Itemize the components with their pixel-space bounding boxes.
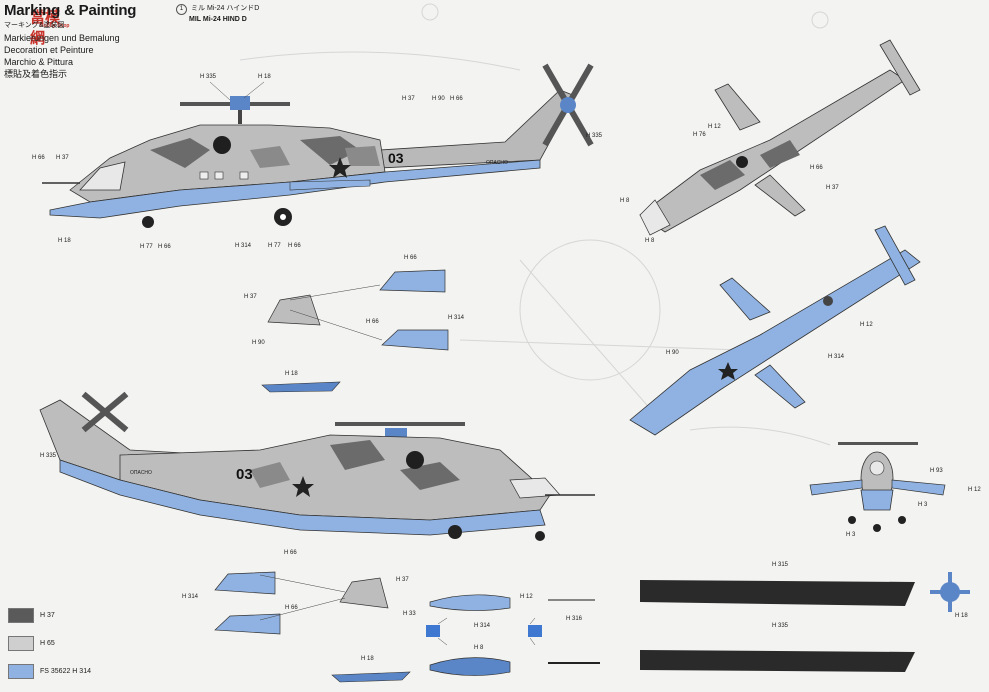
callout: H 37 bbox=[826, 185, 839, 191]
kit-reference: 1 ミル Mi-24 ハインドD MIL Mi-24 HIND D bbox=[176, 4, 259, 25]
callout: H 90 bbox=[252, 340, 265, 346]
subtitle-de: Markierungen und Bemalung bbox=[4, 33, 120, 43]
watermark-small: Hobby Shop bbox=[40, 23, 70, 29]
callout: H 315 bbox=[772, 562, 789, 568]
callout: H 18 bbox=[58, 238, 71, 244]
callout: H 37 bbox=[396, 577, 409, 583]
callout: H 316 bbox=[566, 616, 583, 622]
legend-swatch bbox=[8, 607, 34, 623]
side-view-left-facing bbox=[42, 63, 594, 228]
callout: H 37 bbox=[56, 155, 69, 161]
leader-lines bbox=[209, 81, 536, 646]
callout: H 335 bbox=[40, 453, 57, 459]
side-view-right-facing bbox=[39, 391, 595, 541]
legend-item: FS 35622 H 314 bbox=[8, 663, 91, 679]
page-title: Marking & Painting bbox=[4, 2, 137, 19]
color-legend: H 37 H 65 FS 35622 H 314 bbox=[8, 607, 91, 692]
callout: H 8 bbox=[645, 238, 655, 244]
tail-text-top: OПACHO bbox=[486, 160, 508, 166]
legend-item: H 37 bbox=[8, 607, 91, 623]
callout: H 37 bbox=[402, 96, 415, 102]
callout: H 18 bbox=[285, 371, 298, 377]
callout: H 3 bbox=[918, 502, 928, 508]
callout: H 314 bbox=[235, 243, 252, 249]
tail-number-top: 03 bbox=[388, 150, 404, 166]
callout: H 33 bbox=[403, 611, 416, 617]
bottom-view-blue bbox=[629, 225, 921, 436]
callout: H 335 bbox=[586, 133, 603, 139]
callout: H 314 bbox=[182, 594, 199, 600]
callout: H 12 bbox=[708, 124, 721, 130]
callout: H 66 bbox=[288, 243, 301, 249]
callout: H 8 bbox=[620, 198, 630, 204]
watermark-logo: 當模網 Hobby Shop bbox=[30, 6, 74, 47]
callout: H 3 bbox=[846, 532, 856, 538]
legend-label: H 65 bbox=[40, 639, 55, 647]
callout: H 66 bbox=[285, 605, 298, 611]
watermark-text: 當模網 bbox=[30, 9, 61, 47]
legend-swatch bbox=[8, 663, 34, 679]
callout: H 66 bbox=[366, 319, 379, 325]
callout: H 314 bbox=[474, 623, 491, 629]
callout: H 66 bbox=[404, 255, 417, 261]
callout: H 37 bbox=[244, 294, 257, 300]
callout: H 12 bbox=[968, 487, 981, 493]
callout: H 66 bbox=[284, 550, 297, 556]
callout: H 18 bbox=[955, 613, 968, 619]
callout: H 76 bbox=[693, 132, 706, 138]
top-view-camo bbox=[639, 39, 921, 236]
subtitle-fr: Decoration et Peinture bbox=[4, 45, 94, 55]
callout: H 18 bbox=[258, 74, 271, 80]
legend-item: H 65 bbox=[8, 635, 91, 651]
callout: H 90 bbox=[432, 96, 445, 102]
callout: H 77 bbox=[268, 243, 281, 249]
kit-name-ja: ミル Mi-24 ハインドD bbox=[191, 5, 260, 12]
callout: H 335 bbox=[772, 623, 789, 629]
kit-number: 1 bbox=[176, 4, 187, 15]
callout: H 66 bbox=[158, 244, 171, 250]
callout: H 335 bbox=[200, 74, 217, 80]
callout: H 77 bbox=[140, 244, 153, 250]
subtitle-it: Marchio & Pittura bbox=[4, 57, 74, 67]
callout: H 18 bbox=[361, 656, 374, 662]
legend-label: FS 35622 H 314 bbox=[40, 667, 91, 675]
callout: H 66 bbox=[810, 165, 823, 171]
subtitle-ja: マーキング&塗装図 bbox=[4, 22, 65, 29]
tail-number-mid: 03 bbox=[236, 466, 253, 483]
callout: H 66 bbox=[450, 96, 463, 102]
front-view bbox=[809, 442, 946, 532]
callout: H 66 bbox=[32, 155, 45, 161]
callout: H 12 bbox=[520, 594, 533, 600]
callout: H 8 bbox=[474, 645, 484, 651]
callout: H 314 bbox=[448, 315, 465, 321]
legend-label: H 37 bbox=[40, 611, 55, 619]
callout: H 12 bbox=[860, 322, 873, 328]
background-sketch bbox=[239, 3, 831, 446]
tail-text-mid: OПACHO bbox=[130, 470, 152, 476]
detail-parts bbox=[214, 269, 970, 683]
callout: H 314 bbox=[828, 354, 845, 360]
callout: H 93 bbox=[930, 468, 943, 474]
legend-swatch bbox=[8, 635, 34, 651]
header: Marking & Painting マーキング&塗装図 Markierunge… bbox=[4, 2, 136, 80]
callout: H 90 bbox=[666, 350, 679, 356]
subtitle-zh: 標貼及着色指示 bbox=[4, 69, 68, 79]
kit-name-en: MIL Mi-24 HIND D bbox=[189, 16, 247, 23]
